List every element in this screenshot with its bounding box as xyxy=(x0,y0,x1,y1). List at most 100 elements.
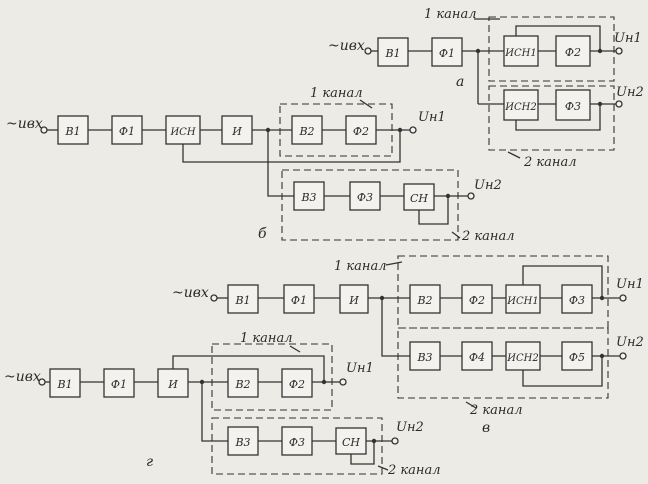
block-a-f3 xyxy=(555,89,591,121)
block-v-i xyxy=(339,284,369,314)
block-g-i-label: И xyxy=(167,378,178,391)
block-a-f1-label: Ф1 xyxy=(439,47,455,60)
output-label-a2: Uн2 xyxy=(616,85,644,100)
block-v-isn2 xyxy=(505,341,541,371)
figure-letter-b: б xyxy=(258,226,267,242)
block-v-f3 xyxy=(561,284,593,314)
block-b-v1 xyxy=(57,115,89,145)
block-g-v2 xyxy=(227,368,259,398)
block-a-f2 xyxy=(555,35,591,67)
output-label-g2: Uн2 xyxy=(396,420,424,435)
output-label-b2: Uн2 xyxy=(474,178,502,193)
junction-g-fb2 xyxy=(371,438,377,444)
block-g-v1-label: В1 xyxy=(56,378,72,391)
junction-g xyxy=(199,379,205,385)
block-a-v1-label: В1 xyxy=(384,47,400,60)
block-v-v1 xyxy=(227,284,259,314)
block-g-f3 xyxy=(281,426,313,456)
block-b-v3-label: В3 xyxy=(300,191,316,204)
block-v-isn2-label: ИСН2 xyxy=(506,353,538,364)
channel-2-frame-b xyxy=(281,169,459,241)
block-a-isn2 xyxy=(503,89,539,121)
block-v-f1-label: Ф1 xyxy=(291,294,307,307)
block-v-f4-label: Ф4 xyxy=(469,351,485,364)
output-terminal-a1 xyxy=(615,47,623,55)
block-g-f3-label: Ф3 xyxy=(289,436,305,449)
block-b-isn xyxy=(165,115,201,145)
block-g-v2-label: В2 xyxy=(234,378,250,391)
block-a-isn1-label: ИСН1 xyxy=(504,48,536,59)
block-b-f2-label: Ф2 xyxy=(353,125,369,138)
channel-2-label-v: 2 канал xyxy=(469,403,523,418)
output-terminal-v2 xyxy=(619,352,627,360)
block-b-f3-label: Ф3 xyxy=(357,191,373,204)
channel-2-frame-v xyxy=(397,327,609,399)
block-g-v1 xyxy=(49,368,81,398)
input-label-v: ~uвх xyxy=(172,285,209,301)
block-v-f2-label: Ф2 xyxy=(469,294,485,307)
output-terminal-g2 xyxy=(391,437,399,445)
channel-1-frame-a xyxy=(488,16,615,82)
channel-2-frame-a xyxy=(488,85,615,151)
block-v-isn1-label: ИСН1 xyxy=(506,296,538,307)
output-label-g1: Uн1 xyxy=(346,361,374,376)
output-label-b1: Uн1 xyxy=(418,110,446,125)
block-v-v3-label: В3 xyxy=(416,351,432,364)
output-label-v2: Uн2 xyxy=(616,335,644,350)
figure-b: ~uвх В1 Ф1 ИСН И 1 канал В2 Ф2 Uн1 2 кан… xyxy=(6,86,515,244)
block-a-isn2-label: ИСН2 xyxy=(504,102,536,113)
block-g-f2 xyxy=(281,368,313,398)
block-a-f1 xyxy=(431,37,463,67)
channel-1-label-v: 1 канал xyxy=(334,259,387,274)
output-terminal-g1 xyxy=(339,378,347,386)
output-terminal-b2 xyxy=(467,192,475,200)
junction-a xyxy=(475,48,481,54)
block-v-f2 xyxy=(461,284,493,314)
output-terminal-b1 xyxy=(409,126,417,134)
figure-letter-g: г xyxy=(146,454,153,470)
figure-g: ~uвх В1 Ф1 И 1 канал В2 Ф2 Uн1 2 канал В… xyxy=(4,331,441,478)
junction-v xyxy=(379,295,385,301)
block-v-f5-label: Ф5 xyxy=(569,351,585,364)
input-terminal-a xyxy=(364,47,372,55)
block-v-v1-label: В1 xyxy=(234,294,250,307)
figure-a: ~uвх В1 Ф1 1 канал ИСН1 Ф2 Uн1 2 канал И… xyxy=(328,7,644,170)
block-b-v3 xyxy=(293,181,325,211)
block-v-v2-label: В2 xyxy=(416,294,432,307)
block-v-f3-label: Ф3 xyxy=(569,294,585,307)
channel-2-label-a: 2 канал xyxy=(523,155,577,170)
channel-1-label-a: 1 канал xyxy=(424,7,477,22)
output-terminal-v1 xyxy=(619,294,627,302)
junction-v-fb1 xyxy=(599,295,605,301)
junction-a-fb1 xyxy=(597,48,603,54)
block-b-f1 xyxy=(111,115,143,145)
block-v-v3 xyxy=(409,341,441,371)
input-terminal-b xyxy=(40,126,48,134)
block-v-isn1 xyxy=(505,284,541,314)
block-b-i xyxy=(221,115,253,145)
block-a-f2-label: Ф2 xyxy=(565,46,581,59)
block-a-f3-label: Ф3 xyxy=(565,100,581,113)
block-v-f1 xyxy=(283,284,315,314)
block-b-f2 xyxy=(345,115,377,145)
figure-v: ~uвх В1 Ф1 И 1 канал 2 канал В2 Ф2 ИСН1 … xyxy=(172,255,644,436)
output-label-v1: Uн1 xyxy=(616,277,644,292)
block-b-v1-label: В1 xyxy=(64,125,80,138)
block-b-isn-label: ИСН xyxy=(169,127,195,138)
block-a-v1 xyxy=(377,37,409,67)
junction-b-fb xyxy=(397,127,403,133)
junction-v-fb2 xyxy=(599,353,605,359)
figure-letter-a: а xyxy=(456,74,464,90)
junction-b xyxy=(265,127,271,133)
block-g-sn-label: СН xyxy=(342,436,360,449)
output-terminal-a2 xyxy=(615,100,623,108)
input-terminal-v xyxy=(210,294,218,302)
block-b-v2-label: В2 xyxy=(298,125,314,138)
block-b-i-label: И xyxy=(231,125,242,138)
figure-letter-v: в xyxy=(482,420,490,436)
channel-1-frame-g xyxy=(211,343,333,411)
block-g-v3-label: В3 xyxy=(234,436,250,449)
channel-1-label-g: 1 канал xyxy=(240,331,293,346)
channel-2-frame-g xyxy=(211,417,383,475)
